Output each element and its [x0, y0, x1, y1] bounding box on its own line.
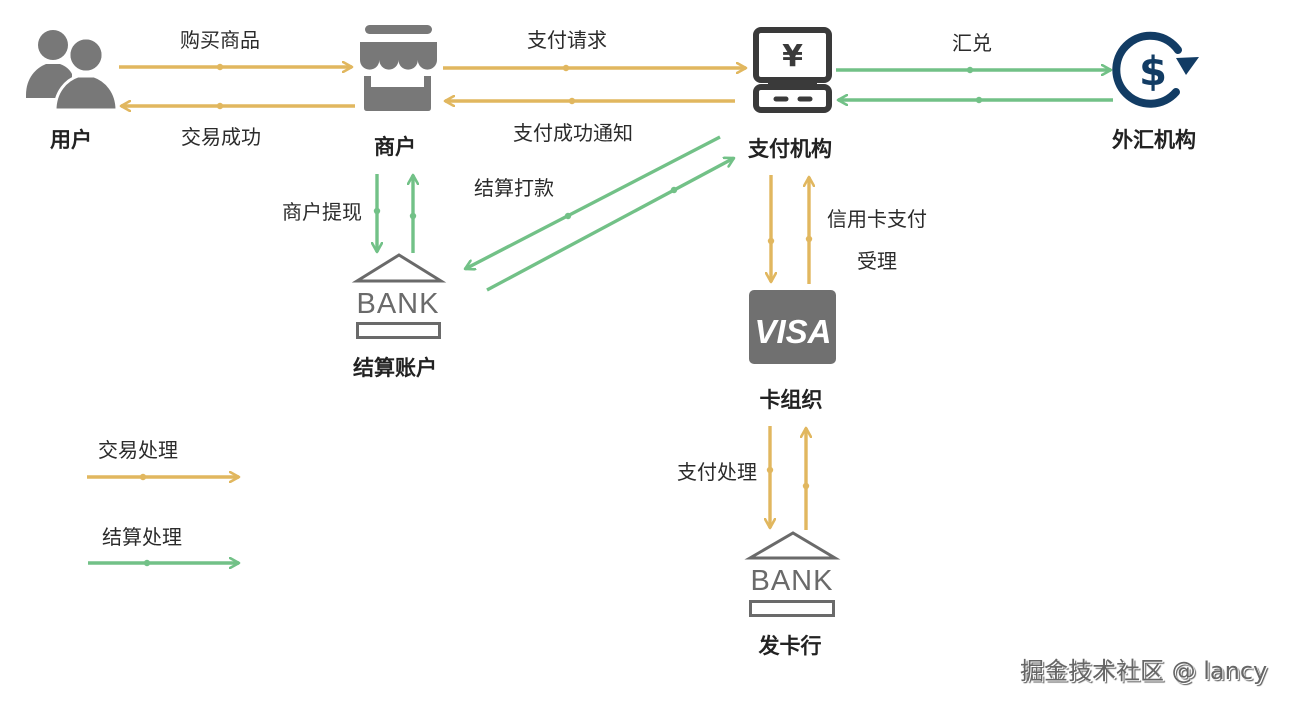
legend-label-settlement: 结算处理: [102, 525, 182, 549]
legend-item-settlement: 结算处理: [88, 525, 239, 566]
edge-credit-card-payment: [768, 175, 774, 282]
node-settlement-account: BANK 结算账户: [351, 253, 447, 380]
edges: [119, 64, 1113, 530]
edge-exchange: [836, 67, 1111, 73]
visa-card-icon: VISA: [749, 290, 836, 364]
storefront-icon: [360, 25, 437, 111]
watermark: 掘金技术社区 @ lancy: [1020, 657, 1268, 685]
dollar-exchange-icon: $: [1112, 31, 1199, 108]
node-label-issuing-bank: 发卡行: [758, 634, 822, 658]
node-user: 用户: [26, 30, 119, 152]
edge-settlement-payout-return: [486, 156, 734, 292]
node-label-card-organization: 卡组织: [760, 388, 823, 412]
node-card-organization: VISA 卡组织: [749, 290, 836, 412]
edge-payment-processing-return: [803, 428, 809, 530]
edge-merchant-withdraw-return: [410, 175, 416, 253]
bank-icon: BANK: [351, 253, 447, 339]
node-label-merchant: 商户: [374, 135, 416, 159]
label-purchase: 购买商品: [180, 28, 260, 52]
edge-payment-processing: [767, 426, 773, 528]
node-issuing-bank: BANK 发卡行: [744, 531, 841, 658]
edge-payment-success-notice: [445, 98, 735, 104]
label-payment-success-notice: 支付成功通知: [513, 121, 633, 145]
edge-merchant-withdraw: [374, 174, 380, 252]
edge-payment-request: [443, 65, 746, 71]
users-icon: [26, 30, 119, 112]
bank-icon: BANK: [744, 531, 841, 617]
node-merchant: 商户: [360, 25, 437, 159]
label-credit-card-acceptance: 受理: [857, 249, 897, 273]
label-payment-processing: 支付处理: [677, 460, 757, 484]
edge-exchange-return: [838, 97, 1113, 103]
legend-item-transaction: 交易处理: [87, 438, 239, 480]
node-label-settlement-account: 结算账户: [353, 356, 437, 380]
label-exchange: 汇兑: [952, 31, 992, 55]
node-payment-institution: ¥ 支付机构: [748, 27, 832, 161]
edge-settlement-payout: [465, 135, 721, 269]
bank-text: BANK: [751, 565, 834, 597]
node-label-forex-institution: 外汇机构: [1112, 128, 1196, 152]
yen-terminal-icon: ¥: [753, 27, 832, 113]
label-credit-card-payment: 信用卡支付: [827, 207, 927, 231]
node-label-user: 用户: [50, 128, 92, 152]
legend: 交易处理 结算处理: [87, 438, 239, 566]
visa-text: VISA: [754, 313, 831, 350]
edge-purchase: [119, 64, 352, 70]
yen-sign: ¥: [782, 39, 803, 74]
node-label-payment-institution: 支付机构: [748, 137, 832, 161]
edge-credit-card-payment-return: [806, 177, 812, 284]
node-forex-institution: $ 外汇机构: [1112, 31, 1199, 152]
label-merchant-withdraw: 商户提现: [282, 200, 362, 224]
dollar-sign: $: [1139, 49, 1167, 95]
legend-label-transaction: 交易处理: [98, 438, 178, 462]
label-transaction-success: 交易成功: [181, 125, 261, 149]
label-settlement-payout: 结算打款: [474, 176, 554, 200]
edge-transaction-success: [121, 103, 355, 109]
label-payment-request: 支付请求: [527, 28, 607, 52]
bank-text: BANK: [357, 288, 440, 320]
